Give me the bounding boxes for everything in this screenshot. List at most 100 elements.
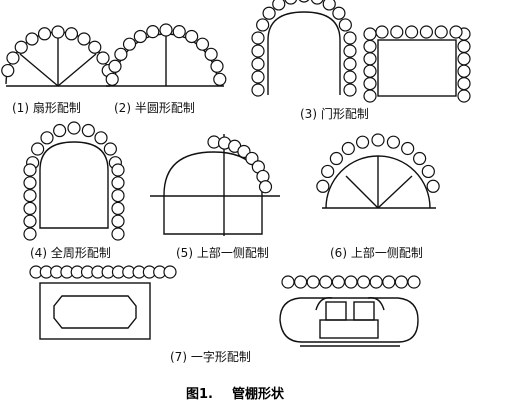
pipe-circle	[426, 179, 440, 193]
panel-3-label: (3) 门形配制	[300, 107, 369, 121]
panel-2-label: (2) 半圆形配制	[114, 101, 195, 115]
pipe-circle	[321, 164, 335, 179]
gate-outline	[267, 11, 341, 95]
pipe-circle	[457, 39, 471, 54]
pipe-circle	[122, 37, 137, 51]
pipe-circle	[23, 227, 37, 241]
pipe-circle	[413, 151, 427, 166]
pipe-circle	[111, 201, 125, 215]
panel-7-label: (7) 一字形配制	[170, 350, 251, 364]
pipe-circle	[258, 180, 273, 194]
pipe-circle	[14, 40, 28, 54]
pipe-circle	[316, 179, 330, 193]
panel-1-label: (1) 扇形配制	[12, 101, 81, 115]
pipe-circle	[159, 23, 173, 37]
pipe-circle	[6, 51, 20, 65]
pipe-circle	[457, 76, 471, 91]
pipe-circle	[390, 25, 404, 39]
pipe-circle	[172, 25, 186, 39]
pipe-circle	[1, 63, 15, 78]
pipe-circle	[23, 201, 37, 215]
pipe-circle	[394, 275, 408, 289]
guide-line	[19, 53, 59, 87]
pipe-circle	[51, 25, 65, 39]
pipe-circle	[213, 72, 227, 86]
pipe-circle	[357, 275, 371, 289]
pipe-circle	[64, 27, 79, 41]
pipe-circle	[419, 25, 433, 39]
pipe-circle	[94, 131, 108, 145]
pipe-circle	[369, 275, 383, 289]
pipe-circle	[251, 70, 265, 84]
pipe-circle	[434, 25, 448, 39]
pipe-circle	[310, 0, 324, 5]
pipe-circle	[40, 131, 54, 145]
pipe-circle	[111, 176, 125, 190]
pipe-circle	[343, 31, 357, 45]
pipe-circle	[108, 59, 122, 73]
pipe-circle	[37, 27, 52, 41]
pipe-circle	[111, 214, 125, 228]
pipe-circle	[251, 31, 265, 45]
pipe-circle	[23, 214, 37, 228]
pipe-circle	[195, 37, 210, 51]
pipe-circle	[341, 141, 355, 156]
pipe-circles	[1, 0, 471, 289]
guide-line	[377, 175, 413, 209]
inner-curve	[315, 297, 333, 311]
pipe-circle	[449, 25, 463, 39]
tunnel-outline	[279, 297, 419, 343]
pipe-circle	[23, 189, 37, 203]
panel-6-label: (6) 上部一侧配制	[330, 246, 423, 260]
pipe-circle	[322, 0, 336, 11]
pipe-circle	[114, 47, 128, 61]
pipe-circle	[371, 133, 385, 147]
pipe-circle	[210, 59, 224, 73]
pipe-circle	[457, 52, 471, 66]
pipe-circle	[457, 64, 471, 78]
pipe-circle	[111, 227, 125, 241]
pipe-circle	[331, 275, 345, 289]
pipe-circle	[23, 176, 37, 190]
pipe-circle	[81, 123, 95, 138]
pipe-circle	[77, 32, 91, 46]
pipe-circle	[332, 6, 346, 20]
pipe-circle	[343, 83, 357, 97]
pipe-circle	[421, 164, 435, 179]
pipe-circle	[146, 25, 160, 39]
pipe-circle	[272, 0, 286, 11]
pipe-circle	[363, 76, 377, 91]
pipe-circle	[25, 32, 39, 46]
inner-curve	[367, 297, 385, 311]
pipe-circle	[343, 57, 357, 71]
guide-line	[345, 175, 379, 209]
panel-4-label: (4) 全周形配制	[30, 246, 111, 260]
inner-column	[325, 301, 347, 321]
full-outline	[39, 141, 109, 229]
pipe-circle	[401, 141, 415, 156]
pipe-circle	[363, 64, 377, 78]
pipe-circle	[407, 275, 421, 289]
pipe-circle	[256, 18, 270, 32]
pipe-circle	[344, 275, 358, 289]
pipe-circle	[111, 163, 125, 177]
pipe-circle	[133, 29, 147, 44]
pipe-circle	[298, 0, 310, 3]
pipe-circle	[163, 265, 177, 279]
pipe-circle	[343, 70, 357, 84]
pipe-circle	[67, 121, 81, 135]
pipe-circle	[386, 135, 401, 149]
pipe-circle	[31, 142, 45, 156]
pipe-circle	[375, 25, 389, 39]
pipe-circle	[363, 27, 377, 41]
pipe-circle	[294, 275, 308, 289]
diagram-shapes	[5, 11, 457, 347]
inner-column	[353, 301, 375, 321]
pipe-circle	[111, 189, 125, 203]
pipe-circle	[306, 275, 320, 289]
pipe-circle	[103, 142, 117, 156]
panel-5-label: (5) 上部一侧配制	[176, 246, 269, 260]
pipe-circle	[343, 44, 357, 58]
pipe-circle	[23, 163, 37, 177]
